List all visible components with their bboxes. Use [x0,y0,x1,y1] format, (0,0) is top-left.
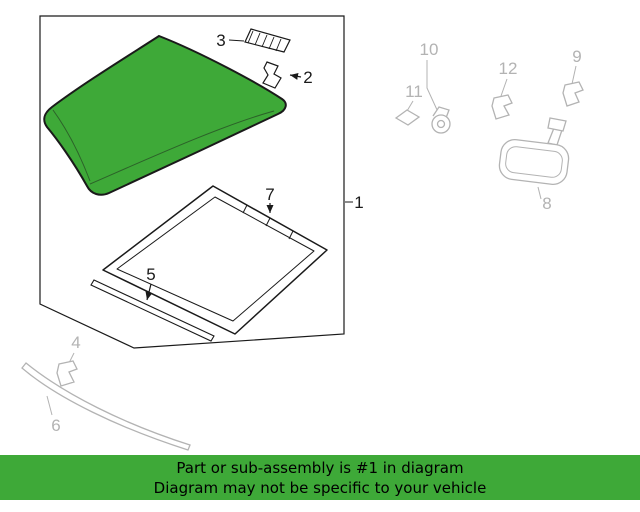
mirror-glass-outline [505,146,563,178]
callout-5: 5 [146,265,155,284]
mirror-body [498,138,570,186]
fitment-banner: Part or sub-assembly is #1 in diagram Di… [0,455,640,500]
callout-11: 11 [405,82,423,101]
callout-8: 8 [542,194,551,213]
callout-9-leader-line [571,65,577,85]
callout-1: 1 [354,193,363,212]
part-7-moulding-inner [116,196,315,322]
part-11-sensor-pad [394,109,421,126]
callout-10: 10 [420,40,439,59]
callout-3: 3 [216,31,225,50]
callout-7: 7 [265,185,274,204]
rear-view-mirror [498,138,570,186]
part-10-sensor-bracket [431,114,451,134]
assembly-boundary-box [39,15,345,349]
fitment-banner-line-1: Part or sub-assembly is #1 in diagram [176,458,464,477]
windshield-glass-highlight [43,34,287,196]
callout-5-arrow [145,283,153,301]
part-6-trim-strip [21,362,191,451]
moulding-joint-ticks [242,204,294,240]
part-4-clip [56,360,78,387]
part-3-bracket-hatching [247,30,282,52]
callout-6-leader-line [46,395,53,416]
part-2-clip [262,61,282,89]
windshield-lower-edge-line [89,110,275,185]
fitment-banner-line-2: Diagram may not be specific to your vehi… [153,478,487,497]
callout-3-leader-line [228,39,245,42]
callout-6: 6 [51,416,60,435]
part-3-bracket [244,28,291,53]
part-7-moulding-outer [102,185,328,335]
callout-4: 4 [71,333,80,352]
related-parts-drawing [21,60,584,451]
callout-12: 12 [499,59,518,78]
windshield-edge-line [52,109,91,182]
parts-diagram-canvas: 1 2 3 5 7 [21,15,584,451]
part-12-clip [491,94,513,120]
part-9-clip [562,81,584,107]
mirror-mount [547,117,567,132]
assembly-drawing [39,15,353,349]
part-5-lower-moulding [90,279,215,342]
callout-2: 2 [303,68,312,87]
muted-callout-labels: 4 6 8 9 10 11 12 [51,40,581,435]
callout-10-leader-line [426,60,439,113]
part-10-bracket-hole [436,119,446,129]
callout-11-leader-line [406,100,414,112]
callout-9: 9 [572,47,581,66]
callout-8-leader-line [537,186,542,200]
callout-12-leader-line [500,78,508,97]
callout-2-arrow [289,72,302,80]
primary-callout-labels: 1 2 3 5 7 [146,31,363,284]
